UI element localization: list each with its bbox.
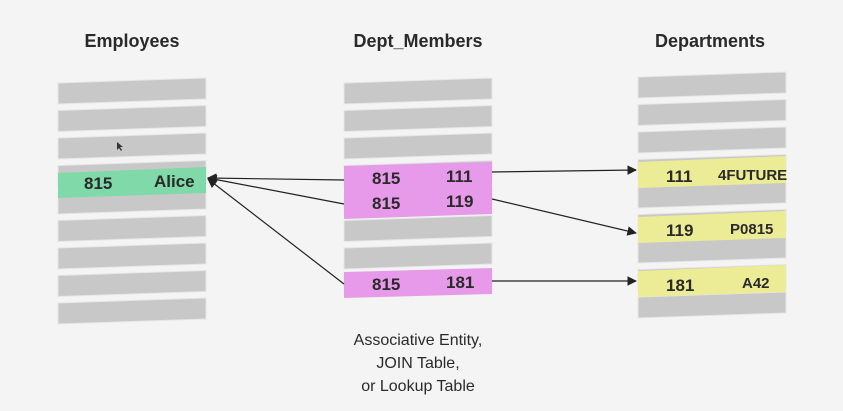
department-row-2-name: P0815: [730, 221, 773, 238]
department-row-highlight-1: [638, 156, 786, 188]
departments-record-slab: [637, 126, 787, 154]
employee-name: Alice: [154, 172, 195, 191]
dept-members-record-slab: [343, 77, 493, 105]
arrow-member2-to-employee: [207, 174, 345, 205]
department-row-3-id: 181: [666, 276, 694, 295]
member-row-highlight-2: [344, 188, 492, 219]
member-row-2-emp: 815: [372, 194, 400, 213]
arrow-member1-to-department: [491, 165, 637, 175]
arrow-member3-to-employee: [207, 178, 345, 285]
caption-line-2: JOIN Table,: [376, 355, 459, 372]
member-row-3-dept: 181: [446, 273, 474, 292]
member-row-1-emp: 815: [372, 169, 400, 188]
arrow-member1-to-employee: [207, 173, 345, 183]
employees-record-slab: [57, 297, 207, 325]
employees-record-slab: [57, 214, 207, 243]
department-row-1-name: 4FUTURE: [718, 167, 787, 184]
employee-row-highlight: [58, 167, 206, 198]
arrow-member2-to-department: [491, 198, 637, 236]
dept-members-record-slab: [343, 242, 493, 270]
departments-record-slab: [637, 98, 787, 127]
employee-id: 815: [84, 174, 112, 193]
employees-table-title: Employees: [84, 31, 179, 51]
department-row-highlight-3: [638, 265, 786, 297]
employees-record-slab: [57, 104, 207, 133]
employees-record-slab: [57, 269, 207, 298]
caption-line-1: Associative Entity,: [354, 332, 483, 349]
department-row-2-id: 119: [666, 221, 693, 240]
dept-members-table-title: Dept_Members: [353, 31, 482, 51]
departments-table-title: Departments: [655, 31, 765, 51]
employees-table-stack: [57, 77, 207, 325]
member-row-highlight-3: [344, 268, 492, 298]
employees-record-slab: [57, 132, 207, 160]
dept-members-record-slab: [343, 104, 493, 133]
member-row-3-emp: 815: [372, 275, 400, 294]
department-row-1-id: 111: [666, 167, 693, 186]
department-row-highlight-2: [638, 211, 786, 243]
caption-line-3: or Lookup Table: [361, 378, 475, 395]
member-row-1-dept: 111: [446, 167, 473, 186]
mouse-cursor-icon: [117, 142, 123, 151]
employees-record-slab: [57, 77, 207, 105]
dept-members-record-slab: [343, 132, 493, 160]
member-row-highlight-1: [344, 162, 492, 194]
department-row-3-name: A42: [742, 275, 770, 292]
departments-record-slab: [637, 71, 787, 99]
dept-members-record-slab: [343, 214, 493, 243]
member-row-2-dept: 119: [446, 192, 473, 211]
employees-record-slab: [57, 242, 207, 270]
